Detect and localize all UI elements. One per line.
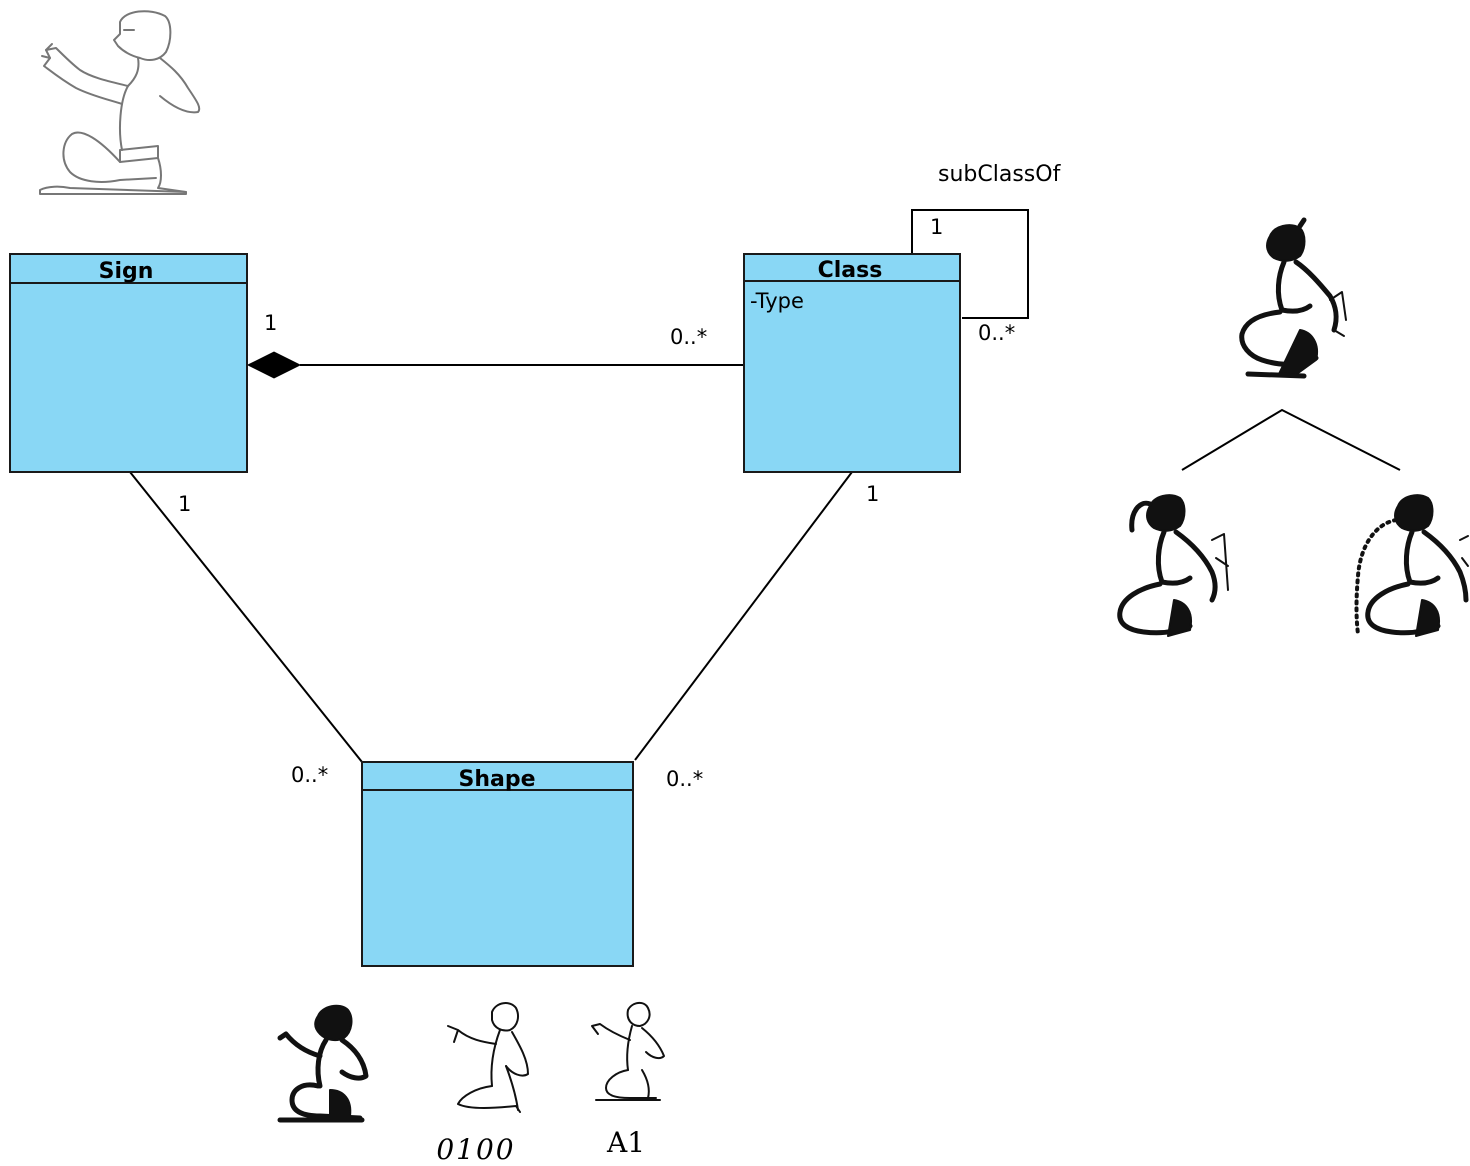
taxonomy-branch (1181, 408, 1401, 471)
mult-sign-composition: 1 (264, 311, 277, 335)
sign-shape-edge (129, 471, 363, 763)
mult-subclass-start: 1 (930, 215, 943, 239)
seated-man-silhouette-icon (1239, 217, 1347, 379)
seated-man-silhouette-icon (1117, 494, 1229, 637)
seated-man-silhouette-icon (1354, 494, 1469, 637)
class-shape[interactable]: Shape (361, 761, 634, 967)
mult-sign-shape-sign: 1 (178, 492, 191, 516)
mult-subclass-end: 0..* (978, 321, 1015, 345)
mult-class-shape-shape: 0..* (666, 767, 703, 791)
mult-sign-shape-shape: 0..* (291, 763, 328, 787)
hieratic-figure-icon (447, 1002, 529, 1113)
class-shape-title: Shape (458, 767, 535, 792)
class-class-attribute: -Type (750, 289, 804, 313)
shape-code-gardiner: A1 (606, 1126, 645, 1159)
class-sign[interactable]: Sign (9, 253, 248, 473)
subclassof-loop (911, 209, 1029, 319)
seated-man-outline-icon (591, 1002, 665, 1101)
seated-man-silhouette-icon (277, 1004, 369, 1123)
mult-class-shape-class: 1 (866, 482, 879, 506)
composition-diamond (246, 351, 302, 379)
class-sign-title: Sign (99, 259, 154, 284)
class-class[interactable]: Class -Type (743, 253, 961, 473)
mult-class-composition: 0..* (670, 325, 707, 349)
subclassof-label: subClassOf (938, 162, 1062, 187)
shape-code-handwritten: 0100 (436, 1133, 515, 1166)
class-class-title: Class (818, 258, 883, 283)
class-shape-edge (634, 471, 853, 761)
seated-man-outline-icon (39, 10, 201, 195)
